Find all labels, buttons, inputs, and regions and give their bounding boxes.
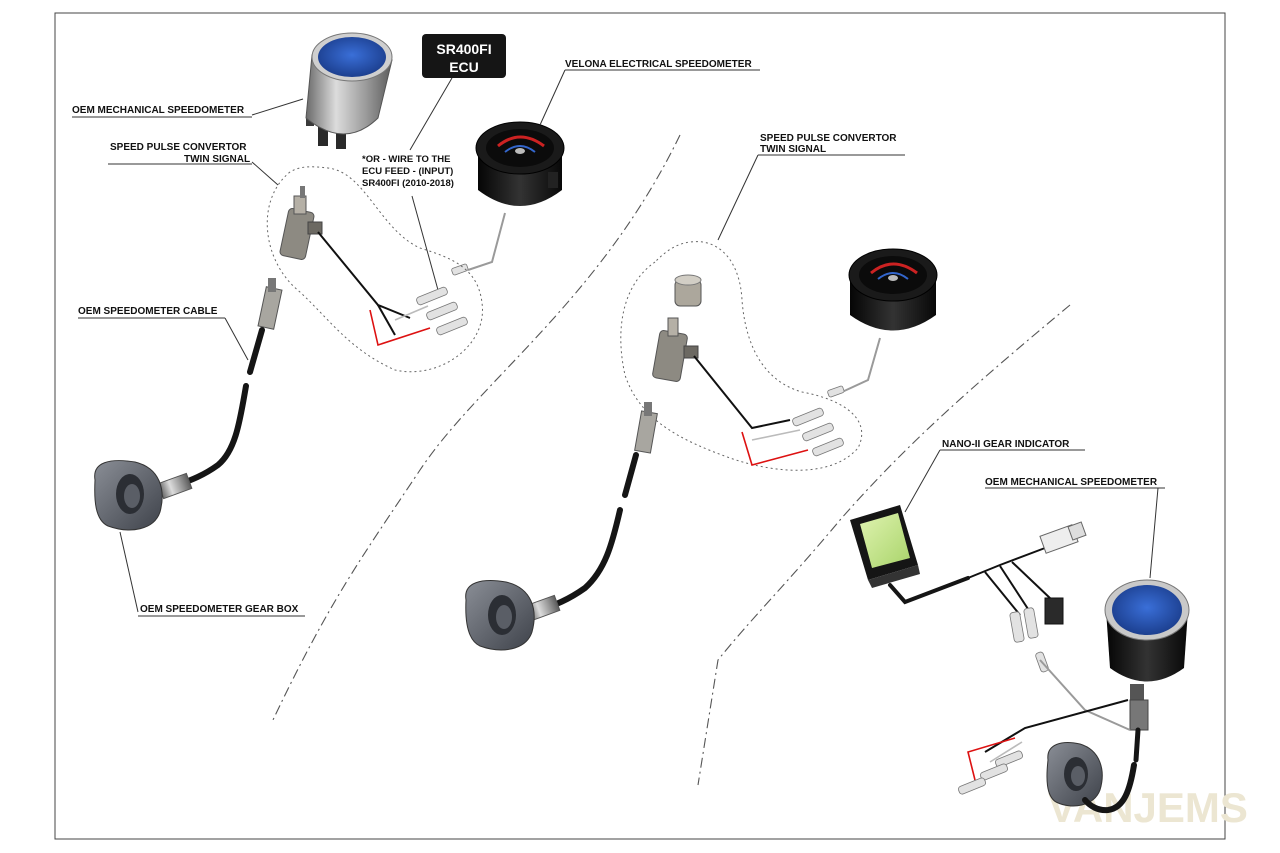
pulse-convertor-2-outline [620, 241, 863, 471]
label-pulse-convertor-1-line1: SPEED PULSE CONVERTOR [110, 142, 247, 153]
label-oem-mechanical-speedometer-1: OEM MECHANICAL SPEEDOMETER [72, 105, 245, 116]
ecu-label-line1: SR400FI [436, 41, 491, 57]
label-pulse-convertor-2-line1: SPEED PULSE CONVERTOR [760, 133, 897, 144]
label-oem-speedometer-cable: OEM SPEEDOMETER CABLE [78, 306, 218, 317]
speed-pulse-convertor-2 [652, 274, 702, 382]
oem-speedometer-cable-2 [525, 402, 658, 622]
velona-electrical-speedometer-1 [475, 121, 565, 206]
velona-electrical-speedometer-2 [848, 248, 938, 331]
label-oem-speedometer-gear-box: OEM SPEEDOMETER GEAR BOX [140, 604, 299, 615]
diagram-frame [54, 12, 1226, 840]
speed-pulse-convertor-1 [279, 186, 323, 260]
ecu-label-line2: ECU [449, 59, 479, 75]
ecu-note-line2: ECU FEED - (INPUT) [362, 166, 453, 177]
oem-speedometer-cable-1 [157, 278, 283, 500]
oem-speedometer-gear-box-1 [94, 460, 163, 531]
nano-ii-gear-indicator [850, 505, 920, 588]
separator-line-left [271, 134, 681, 723]
harness-connector [1039, 521, 1087, 625]
oem-mechanical-speedometer-2 [1104, 579, 1190, 706]
ecu-note-line3: SR400FI (2010-2018) [362, 178, 454, 189]
label-pulse-convertor-1-line2: TWIN SIGNAL [184, 154, 250, 165]
ecu-note-line1: *OR - WIRE TO THE [362, 154, 451, 165]
oem-speedometer-gear-box-2 [465, 580, 535, 651]
label-oem-mechanical-speedometer-2: OEM MECHANICAL SPEEDOMETER [985, 477, 1158, 488]
sr400fi-ecu-box: SR400FI ECU [422, 34, 506, 78]
separator-line-right [697, 304, 1071, 786]
oem-mechanical-speedometer-1 [305, 32, 393, 149]
oem-speedometer-gear-box-3 [1046, 742, 1103, 807]
label-pulse-convertor-2-line2: TWIN SIGNAL [760, 144, 826, 155]
label-velona-electrical-speedometer: VELONA ELECTRICAL SPEEDOMETER [565, 59, 752, 70]
label-nano-ii-gear-indicator: NANO-II GEAR INDICATOR [942, 439, 1070, 450]
speed-pulse-convertor-3 [1129, 699, 1149, 763]
